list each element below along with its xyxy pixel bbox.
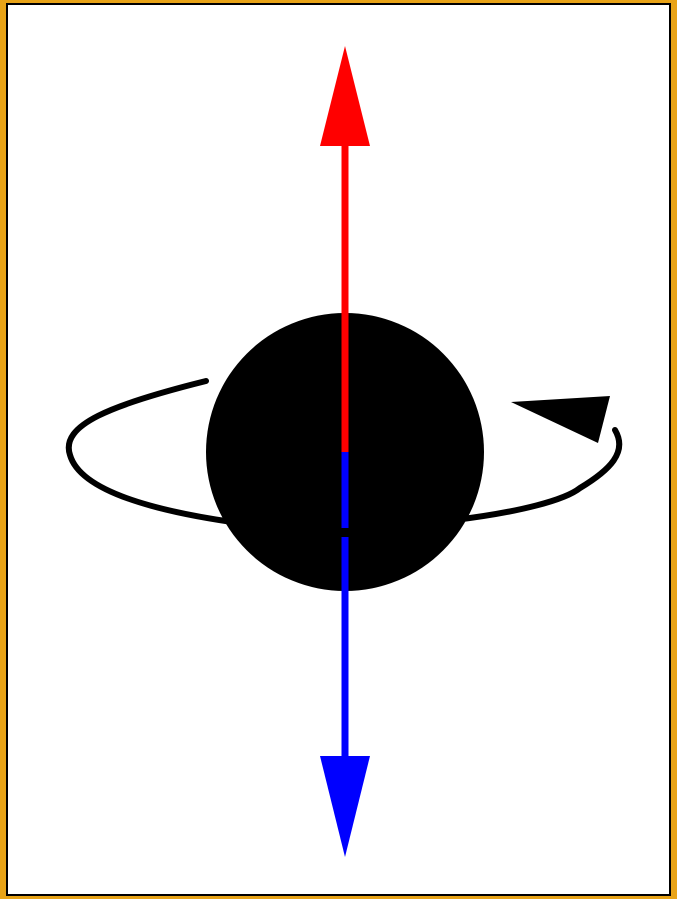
red-up-arrowhead-icon [320, 46, 370, 146]
rotation-arrowhead-icon [511, 396, 610, 443]
blue-down-arrowhead-icon [320, 756, 370, 857]
diagram-panel [6, 3, 671, 896]
